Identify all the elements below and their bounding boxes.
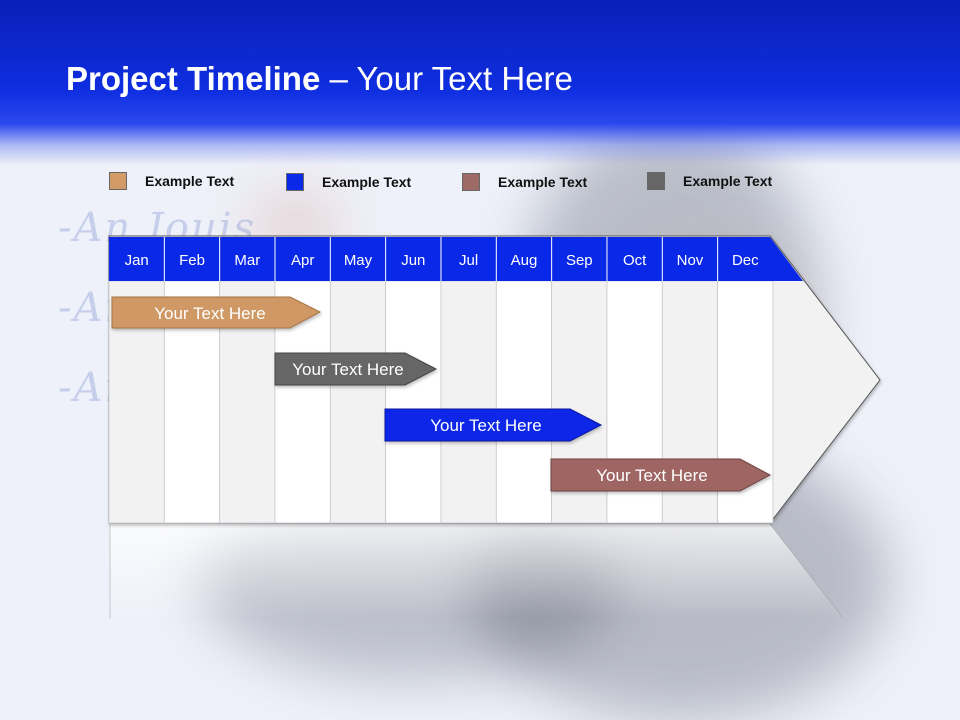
month-header-bar [109,237,803,281]
legend-label: Example Text [145,173,235,189]
month-label: Nov [677,252,704,269]
task-arrow-label: Your Text Here [292,360,404,379]
legend-label: Example Text [683,173,773,189]
task-arrow: Your Text Here [550,458,772,492]
month-label: Jun [401,252,425,269]
title-bold: Project Timeline [66,60,321,97]
month-column [385,280,442,524]
legend-swatch [286,173,304,191]
month-labels: Jan Feb Mar Apr May Jun Jul Aug Sep Oct Nov Dec [125,252,760,269]
month-label: Feb [179,252,205,269]
legend-item: Example Text [109,170,234,192]
month-dividers [163,237,719,281]
month-label: Sep [566,252,593,269]
legend-item: Example Text [462,171,587,193]
task-arrow-shape [274,352,438,386]
month-label: Dec [732,252,759,269]
task-arrow-label: Your Text Here [154,304,266,323]
legend-item: Example Text [286,171,411,193]
month-label: May [344,252,373,269]
timeline-reflection [110,524,843,618]
task-arrow: Your Text Here [274,352,438,386]
month-column [440,280,497,524]
month-column [329,280,387,524]
task-arrow-label: Your Text Here [430,416,542,435]
month-label: Aug [511,252,538,269]
month-label: Jul [459,252,478,269]
task-arrow: Your Text Here [111,296,322,329]
month-label: Oct [623,252,647,269]
month-label: Jan [125,252,149,269]
month-label: Mar [234,252,260,269]
month-column [495,280,553,524]
legend-swatch [462,173,480,191]
task-arrow-shape [111,296,322,329]
title-rest: – Your Text Here [320,60,573,97]
month-label: Apr [291,252,314,269]
legend-swatch [109,172,127,190]
slide-title: Project Timeline – Your Text Here [66,60,573,98]
legend-label: Example Text [498,174,588,190]
task-arrow-shape [384,408,603,442]
task-arrow-shape [550,458,772,492]
legend-label: Example Text [322,174,412,190]
legend-item: Example Text [647,170,772,192]
task-arrow-label: Your Text Here [596,466,708,485]
task-arrow: Your Text Here [384,408,603,442]
header-band [0,0,960,165]
legend-swatch [647,172,665,190]
